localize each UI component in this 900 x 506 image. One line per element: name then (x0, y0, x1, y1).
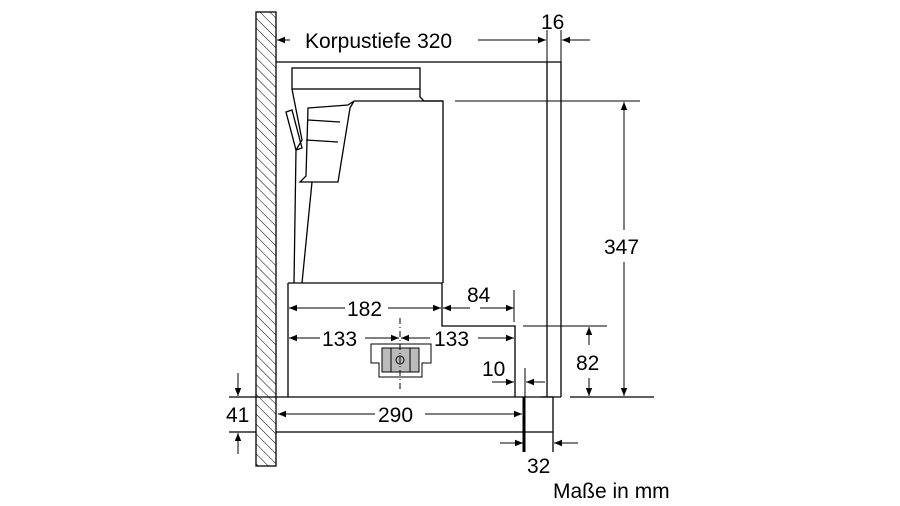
front-thickness-label: 16 (541, 11, 564, 34)
depth-290-label: 290 (378, 404, 413, 427)
height-347-label: 347 (604, 236, 639, 259)
width-32-label: 32 (527, 455, 550, 478)
gap-10-label: 10 (482, 358, 505, 381)
left-133-label: 133 (322, 328, 357, 351)
bottom-panel (229, 396, 654, 452)
wall-hatched (255, 11, 277, 467)
width-84-label: 84 (467, 284, 491, 307)
height-82-label: 82 (576, 352, 599, 375)
dimension-lines (234, 30, 640, 454)
cabinet-outline (276, 61, 562, 398)
corpus-depth-label: Korpustiefe 320 (305, 30, 452, 53)
height-41-label: 41 (226, 404, 249, 427)
right-133-label: 133 (434, 328, 469, 351)
width-182-label: 182 (347, 298, 382, 321)
connector-detail (370, 318, 432, 392)
hood-body (285, 67, 516, 397)
units-note: Maße in mm (553, 480, 670, 503)
